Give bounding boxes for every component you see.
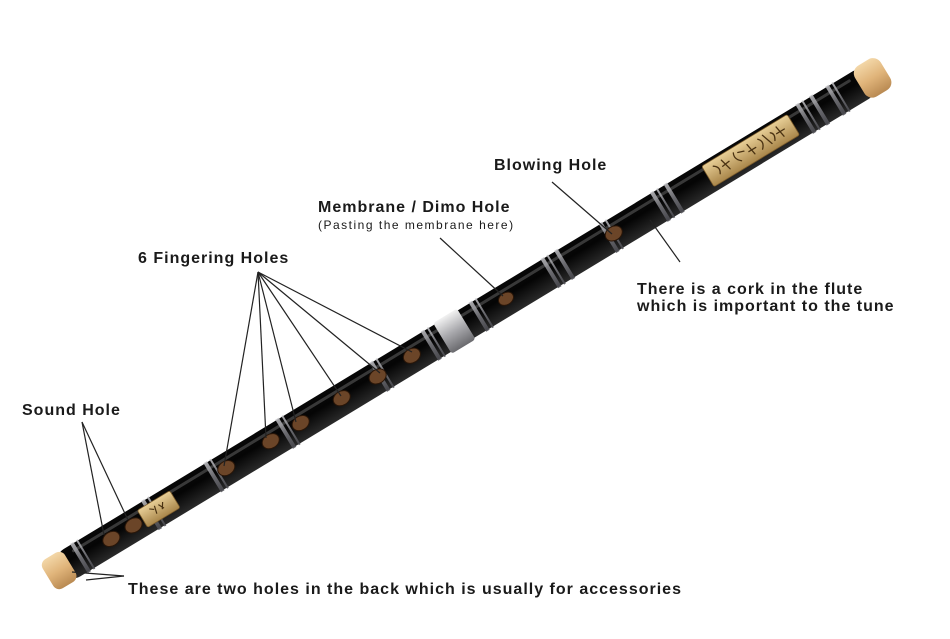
wrap-band [474,297,494,329]
sound-hole-label: Sound Hole [22,402,121,419]
fingering-hole [291,414,310,432]
leader-sound-hole-2 [81,421,129,521]
cork-note-line-1: There is a cork in the flute [637,281,864,298]
wrap-band [649,190,671,222]
tone-holes [102,225,623,548]
leader-sound-hole-1 [81,421,105,536]
blowing-hole-label: Blowing Hole [494,157,608,174]
sound-hole [102,530,121,548]
wrap-band [663,182,685,214]
calligraphy-plaque [701,114,800,187]
wrap-band [275,417,297,449]
metal-joint [434,309,475,353]
leader-lines [71,181,681,581]
leader-fingering-6 [257,271,413,353]
wrap-band [75,539,96,570]
wrap-band [426,327,447,358]
wrap-band [801,100,821,131]
top-end-cap [853,58,892,98]
wrap-band [540,257,562,289]
membrane-hole-label: Membrane / Dimo Hole [318,199,511,216]
leader-fingering-5 [257,271,381,374]
wrap-band [420,329,442,361]
membrane-hole-note: (Pasting the membrane here) [318,218,515,232]
wrap-band [70,541,92,574]
back-holes-note: These are two holes in the back which is… [128,581,682,598]
wrap-band [809,94,831,126]
leader-back-hole-1 [71,571,125,577]
wrap-band [825,84,847,116]
cork-note-line-2: which is important to the tune [637,298,895,315]
wrap-band [281,415,301,446]
wrap-band [203,461,225,493]
leader-back-hole-2 [85,575,125,581]
leader-fingering-3 [257,271,297,423]
fingering-hole [217,460,236,477]
flute-body [41,58,892,590]
sound-hole [124,517,143,534]
wrap-band [795,102,817,134]
bottom-end-cap [41,551,77,590]
leader-fingering-2 [257,271,267,439]
leader-membrane-hole [439,237,504,297]
blowing-hole [604,225,623,242]
leader-fingering-1 [223,271,259,467]
small-plaque [137,491,180,528]
wrap-band [546,254,566,285]
wrap-band [554,248,576,280]
leader-fingering-4 [257,271,342,397]
leader-blowing-hole [551,181,613,235]
wrap-band [831,81,851,113]
wrap-band [655,188,676,219]
leader-cork [649,219,681,263]
fingering-holes-label: 6 Fingering Holes [138,250,290,267]
fingering-hole [368,368,387,385]
wrap-band [468,300,490,332]
